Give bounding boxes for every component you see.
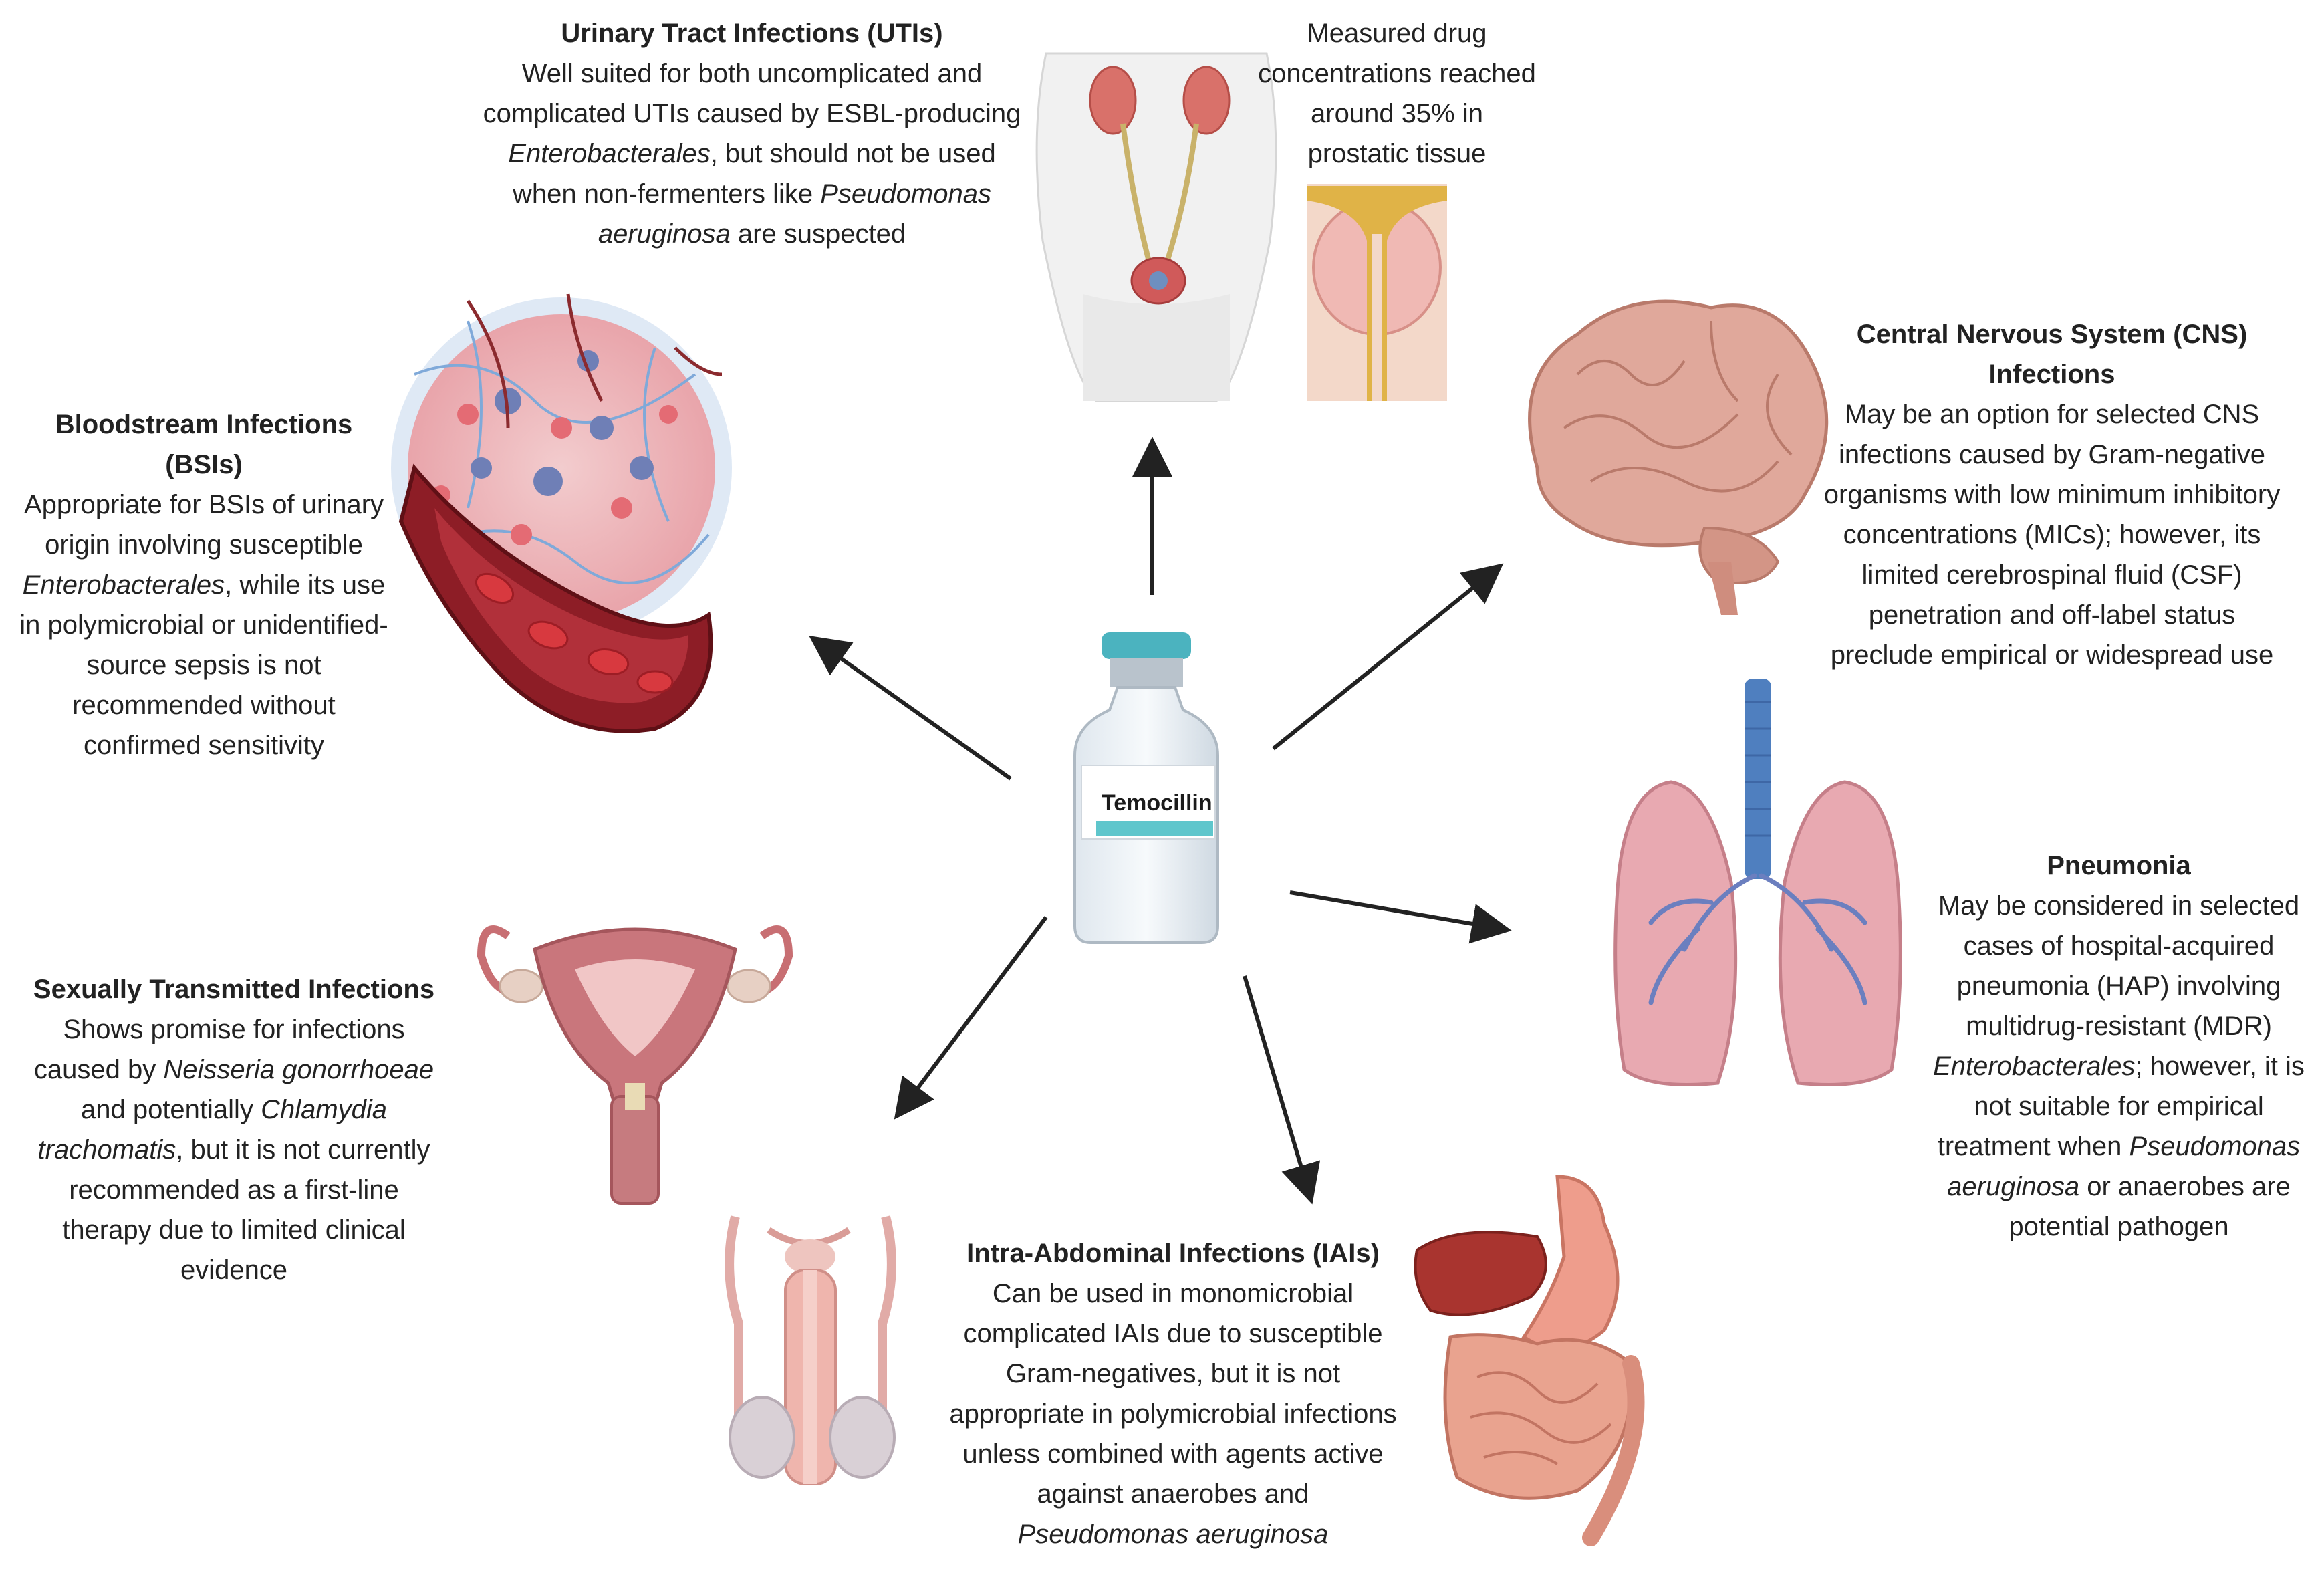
cns-text: Central Nervous System (CNS) Infections … (1818, 314, 2286, 675)
cns-body: May be an option for selected CNS infect… (1823, 400, 2281, 670)
cns-title: Central Nervous System (CNS) Infections (1856, 320, 2248, 389)
bsi-body: Appropriate for BSIs of urinary origin i… (19, 490, 388, 760)
pneumonia-body: May be considered in selected cases of h… (1933, 891, 2305, 1241)
iai-text: Intra-Abdominal Infections (IAIs) Can be… (949, 1233, 1397, 1554)
bsi-title: Bloodstream Infections (BSIs) (55, 410, 353, 479)
pneumonia-title: Pneumonia (2047, 851, 2191, 880)
iai-body: Can be used in monomicrobial complicated… (949, 1279, 1397, 1549)
prostate-text: Measured drug concentrations reached aro… (1257, 13, 1537, 174)
arrow-to-pneumonia (1289, 890, 1512, 944)
uti-text: Urinary Tract Infections (UTIs) Well sui… (481, 13, 1023, 254)
arrow-to-cns (1272, 563, 1504, 751)
pneumonia-text: Pneumonia May be considered in selected … (1925, 846, 2313, 1247)
vial-icon: Temocillin (1073, 632, 1219, 944)
blood-vessel-icon (391, 293, 732, 733)
brain-icon (1528, 299, 1829, 615)
uti-body: Well suited for both uncomplicated and c… (483, 59, 1021, 249)
prostate-note: Measured drug concentrations reached aro… (1258, 19, 1536, 168)
male-reproductive-icon (725, 1215, 896, 1485)
prostate-icon (1307, 184, 1447, 401)
vial-label: Temocillin (1102, 790, 1212, 816)
lungs-icon (1613, 679, 1902, 1086)
bsi-text: Bloodstream Infections (BSIs) Appropriat… (13, 404, 394, 765)
arrow-to-iai (1243, 975, 1321, 1205)
iai-title: Intra-Abdominal Infections (IAIs) (966, 1239, 1380, 1268)
sti-body: Shows promise for infections caused by N… (33, 1015, 434, 1285)
arrow-to-bsi (809, 636, 1012, 781)
uterus-icon (477, 925, 793, 1205)
arrow-to-sti (894, 916, 1048, 1120)
arrows (809, 437, 1512, 1205)
uti-title: Urinary Tract Infections (UTIs) (561, 19, 943, 48)
kidney-bladder-icon (1035, 52, 1277, 402)
sti-text: Sexually Transmitted Infections Shows pr… (27, 969, 441, 1290)
sti-title: Sexually Transmitted Infections (33, 975, 435, 1004)
digestive-organs-icon (1414, 1175, 1645, 1546)
